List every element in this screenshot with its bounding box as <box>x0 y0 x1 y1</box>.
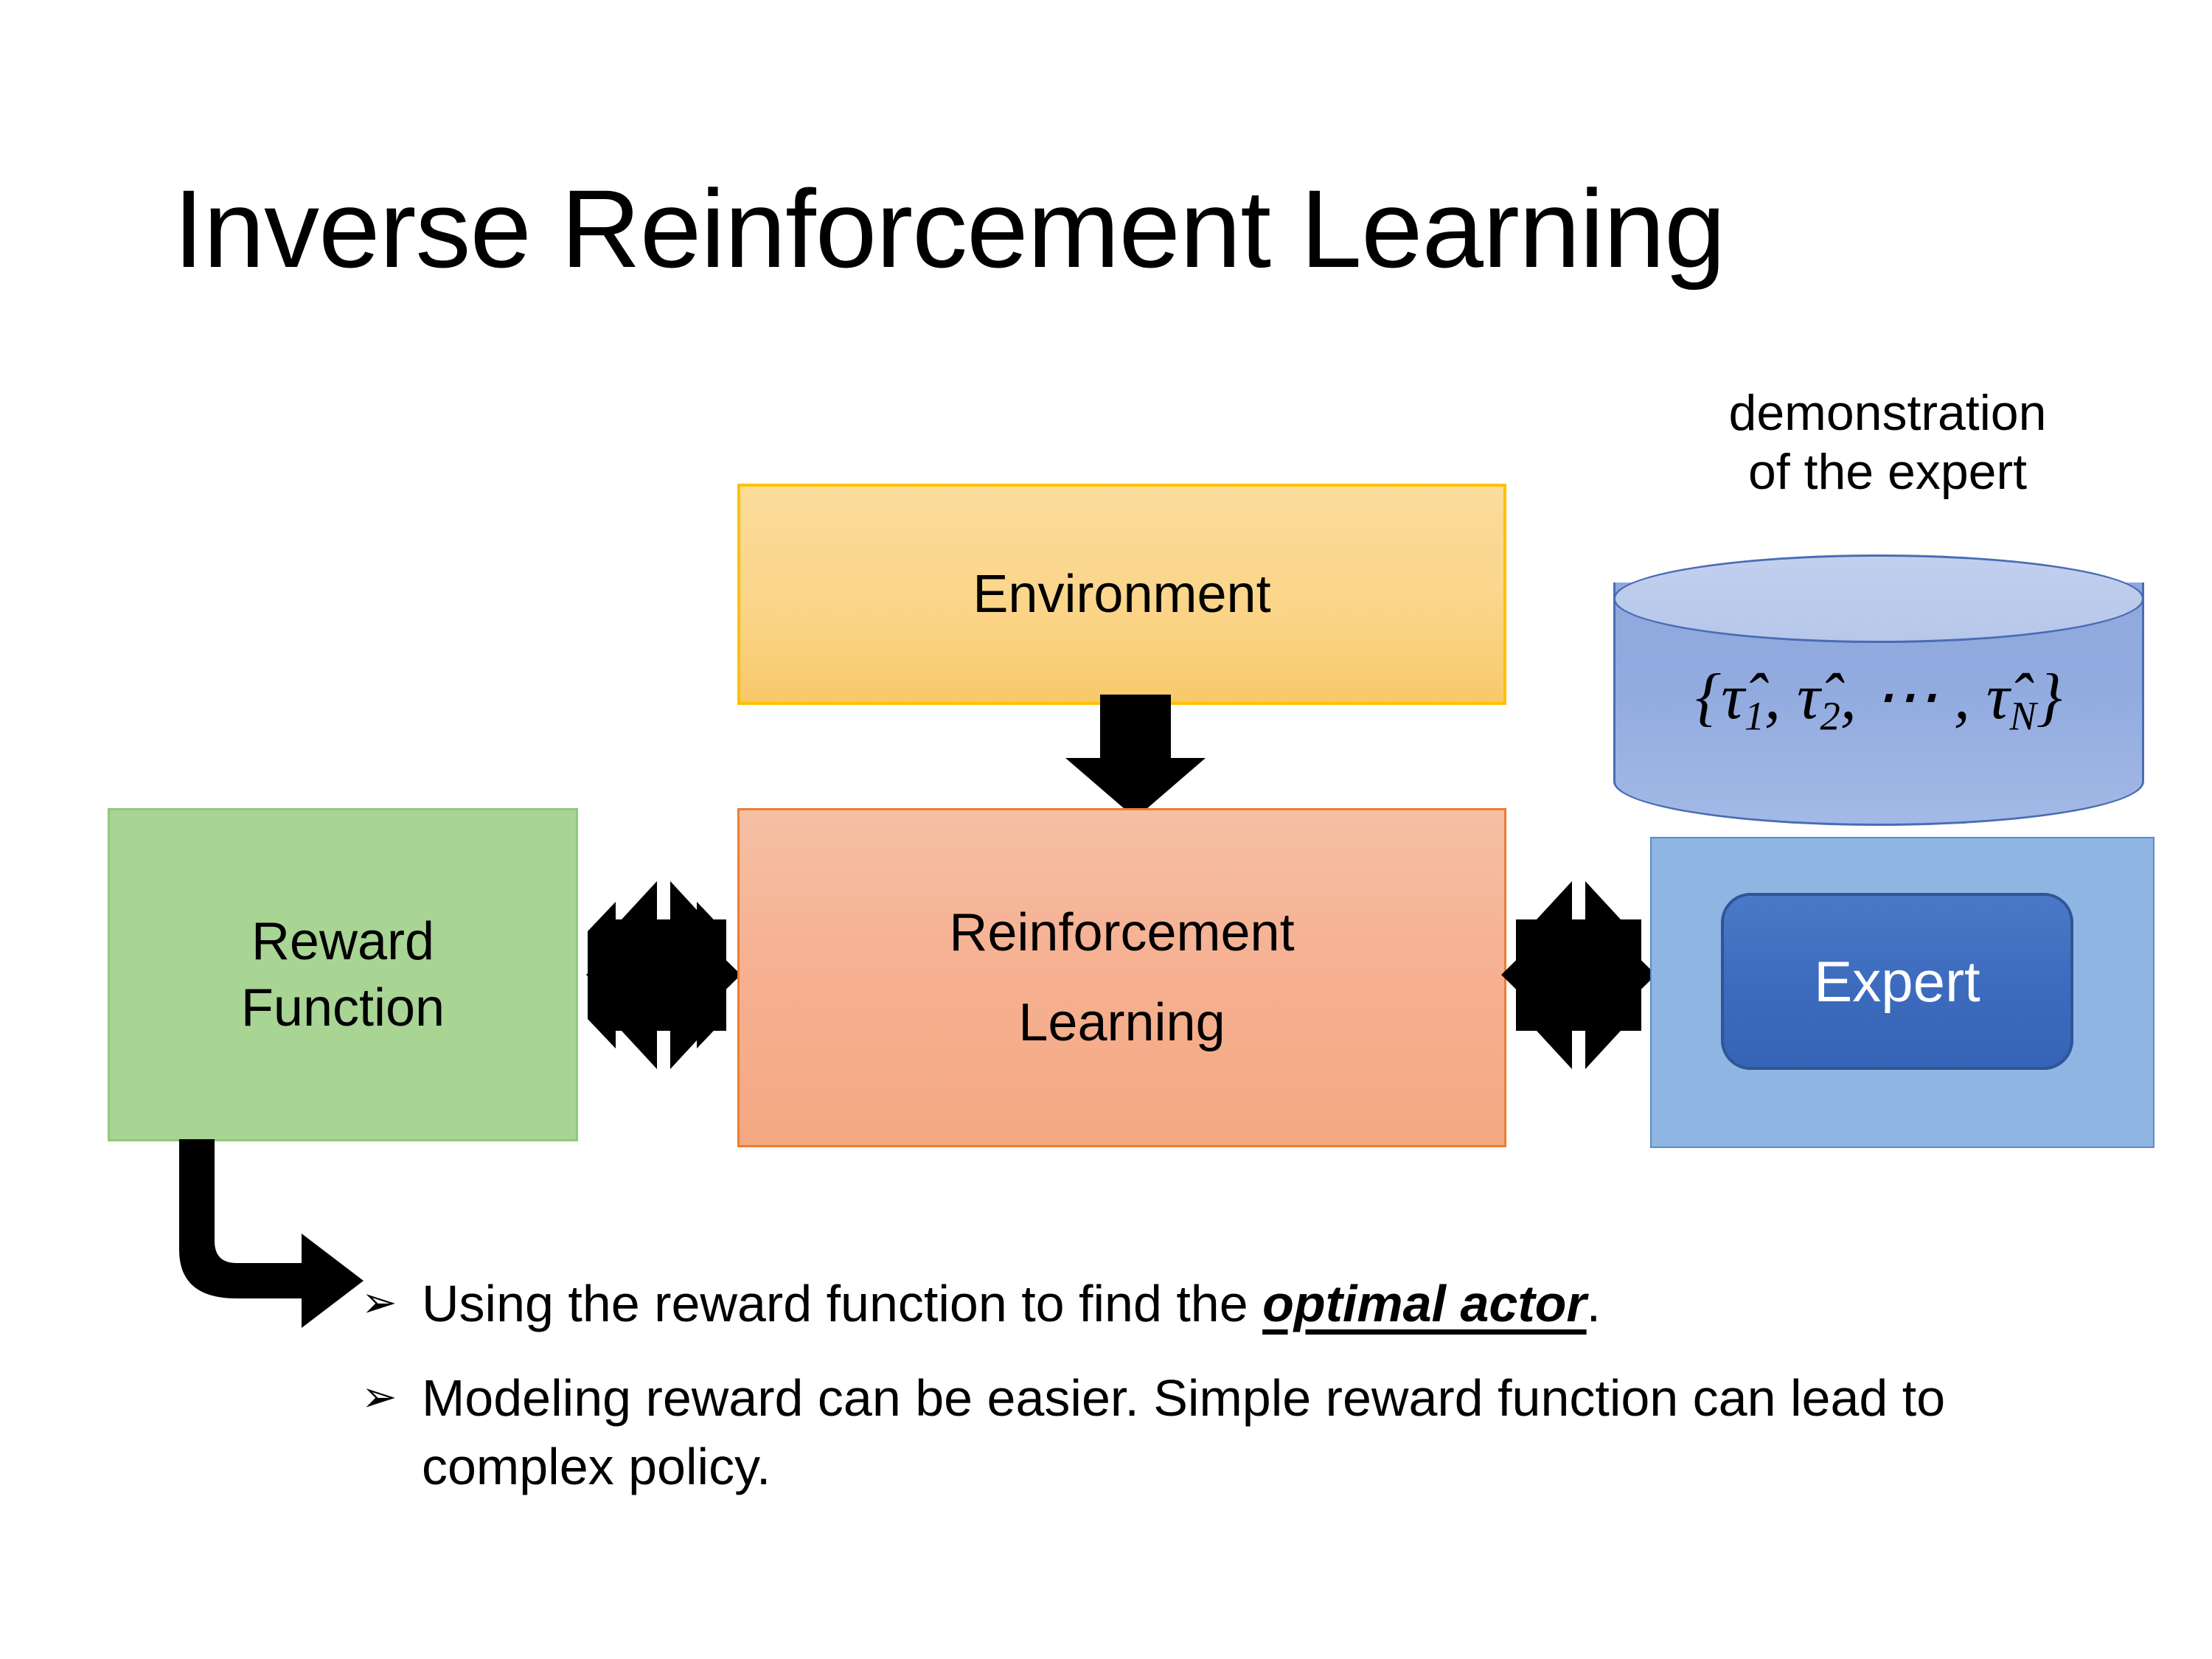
reinforcement-learning-box[interactable]: Reinforcement Learning <box>737 808 1506 1147</box>
formula-sub-1: 1 <box>1744 693 1765 739</box>
reward-to-rl-bidirectional-arrow-icon <box>586 881 741 1069</box>
formula-sub-2: 2 <box>1820 693 1840 739</box>
list-item: ➢ Modeling reward can be easier. Simple … <box>361 1364 2028 1500</box>
expert-box[interactable]: Expert <box>1721 893 2073 1070</box>
bullet-list: ➢ Using the reward function to find the … <box>361 1270 2028 1500</box>
reward-to-bullet-elbow-arrow-icon <box>179 1139 364 1328</box>
environment-to-rl-arrow-icon <box>1065 695 1206 818</box>
demonstration-caption: demonstration of the expert <box>1644 383 2131 501</box>
cylinder-top-ellipse <box>1613 554 2144 643</box>
formula-tau-2: τ̂ <box>1797 661 1820 733</box>
reward-function-label: Reward Function <box>241 908 445 1041</box>
formula-open-brace: { <box>1695 661 1722 733</box>
formula-sub-n: N <box>2009 693 2037 739</box>
reward-function-label-line1: Reward <box>251 912 435 971</box>
trajectory-set-formula: {τ̂1, τ̂2, ⋯ , τ̂N} <box>1613 665 2144 737</box>
formula-close-brace: } <box>2036 661 2062 733</box>
bullet-1-emphasis: optimal actor <box>1262 1275 1587 1332</box>
bullet-arrow-icon: ➢ <box>361 1277 397 1327</box>
bullet-arrow-icon: ➢ <box>361 1371 397 1422</box>
bullet-text-2: Modeling reward can be easier. Simple re… <box>422 1369 1946 1495</box>
formula-sep-2: , ⋯ , <box>1840 661 1986 733</box>
demonstration-cylinder[interactable]: {τ̂1, τ̂2, ⋯ , τ̂N} <box>1613 554 2144 849</box>
environment-box[interactable]: Environment <box>737 484 1506 705</box>
bullet-text-1: Using the reward function to find the op… <box>422 1270 2028 1338</box>
page-title: Inverse Reinforcement Learning <box>173 167 1726 291</box>
reinforcement-learning-label-line1: Reinforcement <box>949 902 1295 962</box>
reward-function-box[interactable]: Reward Function <box>108 808 578 1141</box>
formula-sep-1: , <box>1764 661 1798 733</box>
environment-label: Environment <box>973 565 1271 624</box>
bullet-1-text-after: . <box>1586 1275 1601 1332</box>
formula-tau-1: τ̂ <box>1721 661 1745 733</box>
bullet-1-text-before: Using the reward function to find the <box>422 1275 1263 1332</box>
rl-to-expert-bidirectional-arrow-icon <box>1501 881 1656 1069</box>
list-item: ➢ Using the reward function to find the … <box>361 1270 2028 1338</box>
reinforcement-learning-label: Reinforcement Learning <box>949 888 1294 1068</box>
expert-label: Expert <box>1814 949 1980 1014</box>
reinforcement-learning-label-line2: Learning <box>1018 993 1225 1052</box>
demonstration-caption-line1: demonstration <box>1728 385 2047 441</box>
reward-function-label-line2: Function <box>240 978 445 1037</box>
demonstration-caption-line2: of the expert <box>1747 444 2028 501</box>
formula-tau-n: τ̂ <box>1986 661 2010 733</box>
